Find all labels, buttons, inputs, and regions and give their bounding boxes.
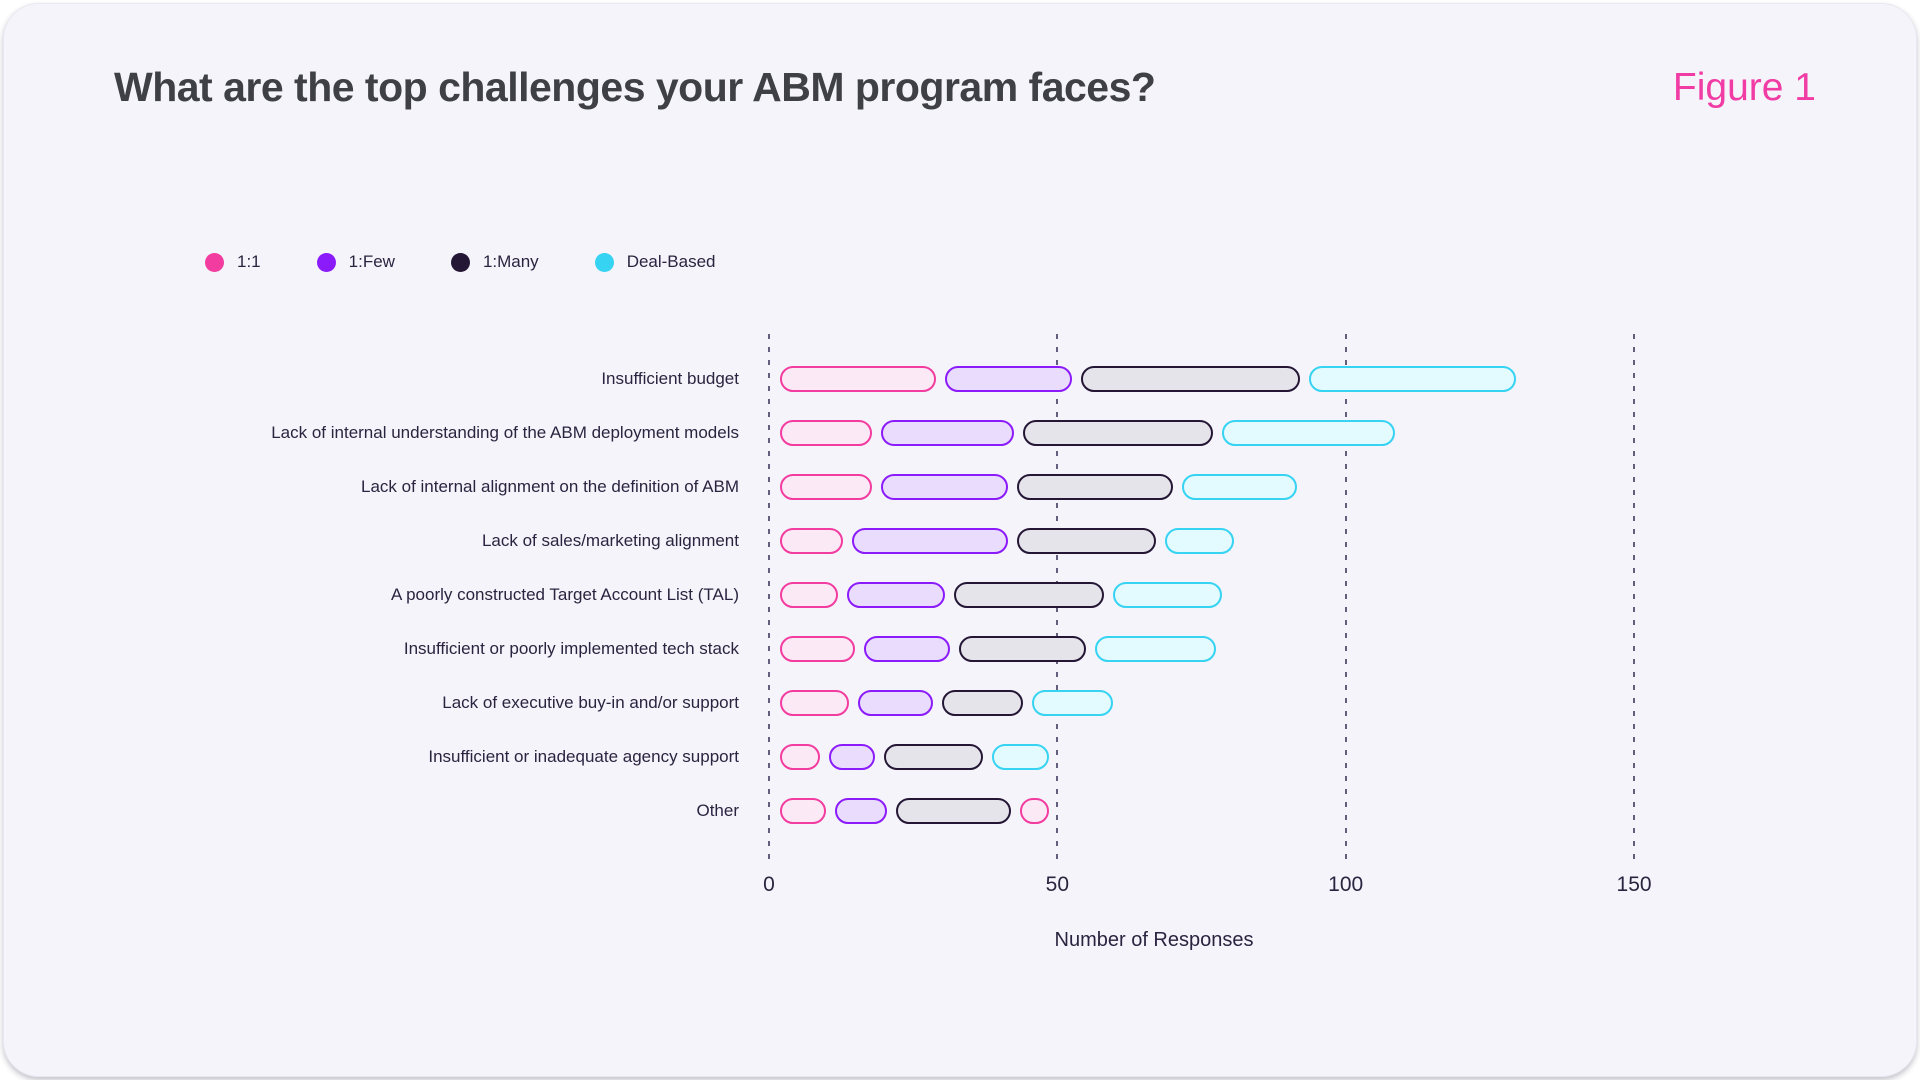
category-label: Lack of sales/marketing alignment (481, 531, 739, 550)
bar-segment-1-1 (780, 528, 844, 554)
category-label: Insufficient or poorly implemented tech … (403, 639, 739, 658)
figure-card: What are the top challenges your ABM pro… (3, 3, 1917, 1077)
legend-item-1-few: 1:Few (316, 252, 395, 272)
legend-dot-icon-1-1 (205, 252, 224, 272)
bar-segment-deal-based (1164, 528, 1234, 554)
figure-number-label: Figure 1 (1672, 66, 1816, 109)
category-label: Insufficient budget (601, 369, 739, 388)
bar-segment-deal-based (1112, 582, 1223, 608)
category-label: Lack of executive buy-in and/or support (442, 693, 739, 712)
bar-row (780, 528, 1234, 554)
gridline-x-100 (1344, 334, 1347, 862)
legend-label: Deal-Based (626, 252, 716, 271)
bar-row (780, 744, 1050, 770)
bar-segment-1-many (896, 798, 1012, 824)
bar-segment-1-few (852, 528, 1009, 554)
bar-segment-1-many (953, 582, 1104, 608)
bar-row (780, 582, 1223, 608)
bar-segment-1-few (846, 582, 945, 608)
bar-row (780, 690, 1113, 716)
bar-segment-1-1 (780, 744, 821, 770)
bar-segment-1-1 (780, 798, 827, 824)
bar-segment-1-few (858, 690, 934, 716)
bar-segment-1-many (1017, 528, 1156, 554)
bar-segment-1-few (881, 474, 1009, 500)
legend-label: 1:1 (237, 252, 261, 271)
bar-segment-deal-based (1308, 366, 1517, 392)
bar-segment-1-many (959, 636, 1087, 662)
bar-segment-1-many (1022, 420, 1214, 446)
legend-item-1-1: 1:1 (205, 252, 261, 272)
category-label: Lack of internal understanding of the AB… (271, 423, 739, 442)
x-tick-label: 50 (1045, 873, 1070, 896)
category-label: A poorly constructed Target Account List… (390, 585, 739, 604)
bar-segment-1-1 (780, 420, 873, 446)
bar-segment-deal-based (991, 744, 1050, 770)
bar-segment-1-many (1080, 366, 1300, 392)
bar-row (780, 366, 1517, 392)
bar-segment-1-many (1017, 474, 1173, 500)
legend-dot-icon-1-few (316, 252, 336, 272)
x-tick-label: 150 (1616, 873, 1652, 896)
bar-row (780, 474, 1298, 500)
gridline-x-150 (1633, 334, 1636, 862)
bar-segment-deal-based (1222, 420, 1396, 446)
bar-segment-1-few (863, 636, 951, 662)
bar-segment-1-many (884, 744, 983, 770)
legend-label: 1:Many (482, 252, 539, 271)
bar-segment-1-few (835, 798, 888, 824)
bar-segment-deal-based (1181, 474, 1298, 500)
bar-segment-1-1 (780, 366, 936, 392)
x-tick-label: 0 (763, 873, 775, 896)
legend-dot-icon-deal-based (594, 252, 614, 272)
bar-segment-1-1 (780, 582, 838, 608)
x-axis-title: Number of Responses (1054, 929, 1254, 951)
category-label: Lack of internal alignment on the defini… (360, 477, 739, 496)
category-label: Insufficient or inadequate agency suppor… (428, 747, 739, 766)
bar-segment-1-1 (780, 636, 855, 662)
bar-segment-1-1 (780, 474, 873, 500)
legend-dot-icon-1-many (450, 252, 470, 272)
bar-segment-1-few (829, 744, 876, 770)
x-tick-label: 100 (1328, 873, 1364, 896)
page-title: What are the top challenges your ABM pro… (114, 64, 1156, 110)
legend-item-1-many: 1:Many (450, 252, 539, 272)
legend-label: 1:Few (348, 252, 395, 271)
bar-row (780, 636, 1217, 662)
bar-segment-1-1 (780, 690, 850, 716)
bar-segment-deal-based (1095, 636, 1217, 662)
category-label: Other (696, 801, 739, 820)
bar-segment-1-few (944, 366, 1072, 392)
chart-legend: 1:1 1:Few 1:Many Deal-Based (205, 252, 716, 272)
gridline-x-0 (768, 334, 770, 862)
bar-segment-1-few (881, 420, 1014, 446)
bar-row (780, 420, 1396, 446)
bar-row (780, 798, 1050, 824)
bar-segment-1-many (942, 690, 1023, 716)
bar-segment-deal-based (1020, 798, 1050, 824)
legend-item-deal-based: Deal-Based (594, 252, 716, 272)
bar-segment-deal-based (1031, 690, 1113, 716)
